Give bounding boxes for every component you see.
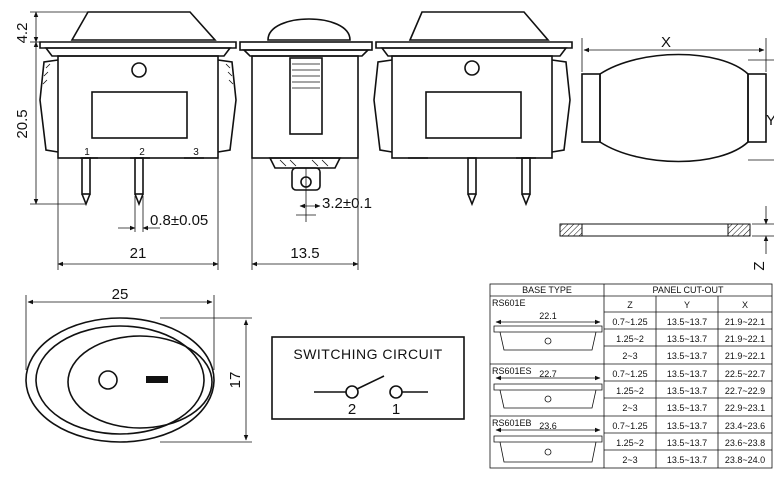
pin-label-1: 1 — [84, 147, 90, 158]
cell: 1.25~2 — [616, 386, 644, 396]
cell: 13.5~13.7 — [667, 455, 707, 465]
cell: 22.7~22.9 — [725, 386, 765, 396]
bezel-flange — [39, 41, 237, 49]
cell: 13.5~13.7 — [667, 334, 707, 344]
cell: 1.25~2 — [616, 334, 644, 344]
th-z: Z — [627, 300, 633, 310]
group-dim: 22.1 — [539, 311, 557, 321]
cell: 23.6~23.8 — [725, 438, 765, 448]
cell: 0.7~1.25 — [612, 421, 647, 431]
cell: 0.7~1.25 — [612, 369, 647, 379]
cell: 21.9~22.1 — [725, 351, 765, 361]
cell: 13.5~13.7 — [667, 421, 707, 431]
window — [91, 91, 188, 139]
dim-cutout-x: X — [661, 34, 671, 51]
dim-height-top: 4.2 — [14, 23, 31, 44]
cell: 13.5~13.7 — [667, 317, 707, 327]
cell: 13.5~13.7 — [667, 369, 707, 379]
left-latch — [39, 59, 59, 153]
cell: 13.5~13.7 — [667, 386, 707, 396]
cell: 0.7~1.25 — [612, 317, 647, 327]
th-y: Y — [684, 300, 690, 310]
pin-1 — [81, 157, 91, 195]
th-base-type: BASE TYPE — [522, 285, 572, 295]
dim-panel-z: Z — [751, 261, 768, 270]
group-name: RS601EB — [492, 418, 532, 428]
cell: 13.5~13.7 — [667, 403, 707, 413]
dim-cutout-y: Y — [766, 112, 774, 129]
dim-body-width: 21 — [130, 245, 147, 262]
cell: 2~3 — [622, 403, 637, 413]
rocker-actuator — [70, 11, 217, 41]
side-view: 3.2±0.1 13.5 — [239, 18, 373, 270]
cell: 23.4~23.6 — [725, 421, 765, 431]
dim-pin-width: 0.8±0.05 — [150, 212, 208, 229]
dim-height-body: 20.5 — [14, 109, 31, 138]
rocker-dome — [267, 18, 351, 41]
group-dim: 23.6 — [539, 421, 557, 431]
front-view: 1 2 3 4.2 20.5 0.8±0.05 21 — [14, 11, 237, 270]
cell: 23.8~24.0 — [725, 455, 765, 465]
cell: 22.5~22.7 — [725, 369, 765, 379]
cell: 13.5~13.7 — [667, 438, 707, 448]
cell: 21.9~22.1 — [725, 334, 765, 344]
group-dim: 22.7 — [539, 369, 557, 379]
cell: 1.25~2 — [616, 438, 644, 448]
dim-bezel-height: 17 — [227, 372, 244, 389]
cell: 2~3 — [622, 455, 637, 465]
pin-label-2: 2 — [139, 147, 145, 158]
circuit-pin-1: 1 — [392, 401, 400, 418]
th-panel-cutout: PANEL CUT-OUT — [652, 285, 724, 295]
lamp-hole — [131, 62, 147, 78]
group-name: RS601ES — [492, 366, 532, 376]
pin-label-3: 3 — [193, 147, 199, 158]
cell: 21.9~22.1 — [725, 317, 765, 327]
dim-pin-pitch: 3.2±0.1 — [322, 195, 372, 212]
th-x: X — [742, 300, 748, 310]
switching-circuit: SWITCHING CIRCUIT 2 1 — [271, 336, 465, 420]
circuit-pin-2: 2 — [348, 401, 356, 418]
rear-view — [373, 11, 573, 207]
dim-bezel-width: 25 — [112, 286, 129, 303]
right-latch — [217, 59, 237, 153]
cell: 2~3 — [622, 351, 637, 361]
cell: 22.9~23.1 — [725, 403, 765, 413]
panel-cutout: X Y Z — [559, 34, 774, 271]
group-name: RS601E — [492, 298, 526, 308]
cutout-table: BASE TYPE PANEL CUT-OUT Z Y X RS601E 22.… — [489, 283, 773, 469]
switch-body — [57, 55, 219, 159]
dim-side-width: 13.5 — [290, 245, 319, 262]
bezel-top-view: 25 17 — [25, 286, 252, 443]
switching-title: SWITCHING CIRCUIT — [293, 346, 442, 362]
pin-2 — [134, 157, 144, 195]
cell: 13.5~13.7 — [667, 351, 707, 361]
